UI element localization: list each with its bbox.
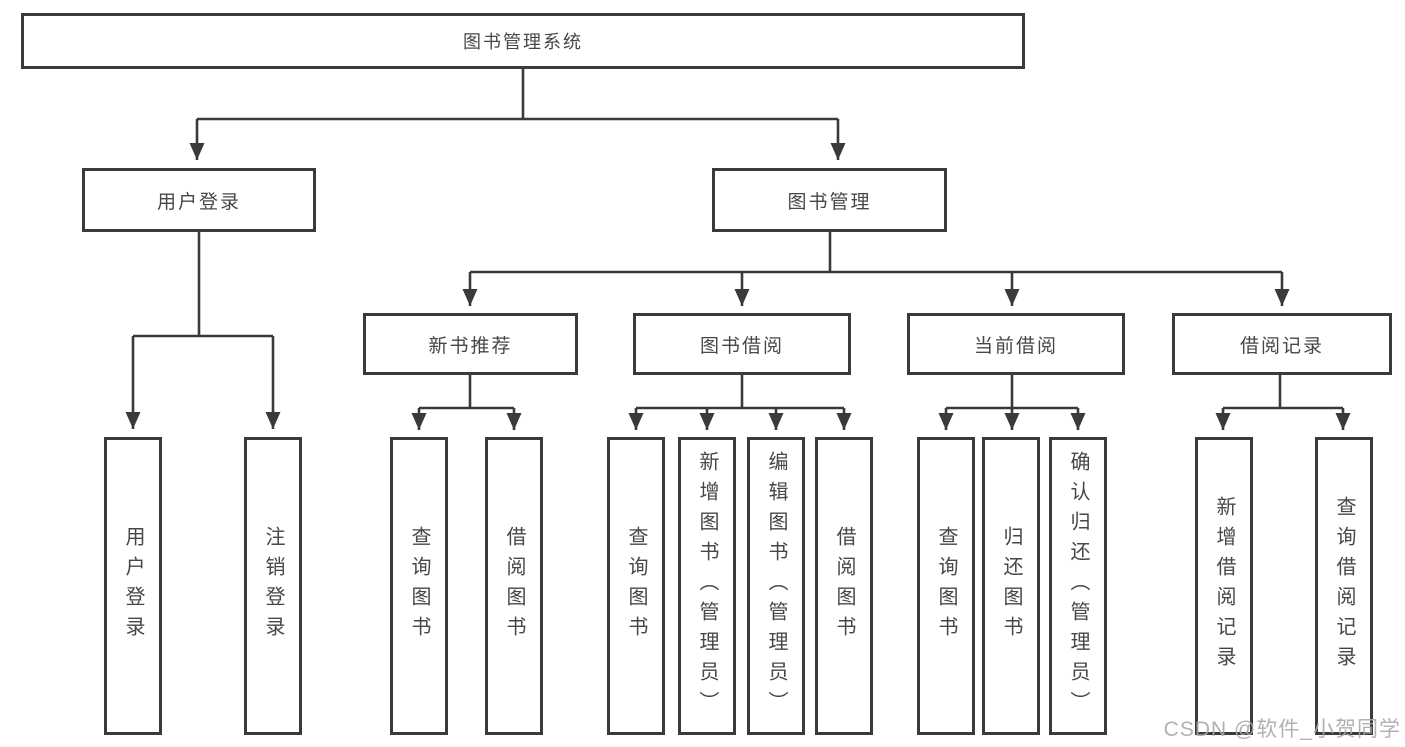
leaf-bb-edit-book-admin: 编辑图书（管理员） bbox=[747, 437, 805, 735]
node-current-borrow-label: 当前借阅 bbox=[973, 335, 1058, 357]
connector-borrow-record-children bbox=[1223, 375, 1343, 410]
node-user-login-label: 用户登录 bbox=[156, 191, 241, 213]
connector-book-management-children bbox=[470, 232, 1282, 274]
node-borrow-record: 借阅记录 bbox=[1172, 313, 1392, 375]
leaf-bb-borrow-book-label: 借阅图书 bbox=[833, 526, 855, 646]
leaf-logout-label: 注销登录 bbox=[262, 526, 284, 646]
leaf-cb-confirm-return-admin-label: 确认归还（管理员） bbox=[1067, 451, 1089, 721]
csdn-watermark: CSDN @软件_小贺同学 bbox=[1163, 718, 1401, 741]
connector-current-borrow-children bbox=[946, 375, 1078, 410]
leaf-bb-edit-book-admin-label: 编辑图书（管理员） bbox=[765, 451, 787, 721]
node-new-book-recommend-label: 新书推荐 bbox=[428, 335, 513, 357]
node-book-management: 图书管理 bbox=[712, 168, 947, 232]
leaf-br-query-record-label: 查询借阅记录 bbox=[1333, 496, 1355, 676]
leaf-br-query-record: 查询借阅记录 bbox=[1315, 437, 1373, 735]
node-root-system-label: 图书管理系统 bbox=[463, 32, 583, 52]
node-book-borrow-label: 图书借阅 bbox=[699, 335, 784, 357]
leaf-cb-return-book: 归还图书 bbox=[982, 437, 1040, 735]
leaf-user-login: 用户登录 bbox=[104, 437, 162, 735]
leaf-logout: 注销登录 bbox=[244, 437, 302, 735]
leaf-cb-return-book-label: 归还图书 bbox=[1000, 526, 1022, 646]
leaf-bb-add-book-admin: 新增图书（管理员） bbox=[678, 437, 736, 735]
leaf-user-login-label: 用户登录 bbox=[122, 526, 144, 646]
leaf-bb-query-book: 查询图书 bbox=[607, 437, 665, 735]
connector-book-borrow-children bbox=[636, 375, 844, 410]
leaf-cb-query-book-label: 查询图书 bbox=[935, 526, 957, 646]
node-borrow-record-label: 借阅记录 bbox=[1239, 335, 1324, 357]
leaf-nbr-query-book-label: 查询图书 bbox=[408, 526, 430, 646]
leaf-bb-borrow-book: 借阅图书 bbox=[815, 437, 873, 735]
leaf-br-add-record: 新增借阅记录 bbox=[1195, 437, 1253, 735]
node-book-management-label: 图书管理 bbox=[787, 191, 872, 213]
leaf-bb-query-book-label: 查询图书 bbox=[625, 526, 647, 646]
leaf-bb-add-book-admin-label: 新增图书（管理员） bbox=[696, 451, 718, 721]
connector-user-login-children bbox=[133, 232, 273, 338]
leaf-nbr-borrow-book-label: 借阅图书 bbox=[503, 526, 525, 646]
leaf-nbr-query-book: 查询图书 bbox=[390, 437, 448, 735]
node-current-borrow: 当前借阅 bbox=[907, 313, 1125, 375]
leaf-cb-query-book: 查询图书 bbox=[917, 437, 975, 735]
node-root-system: 图书管理系统 bbox=[21, 13, 1025, 69]
leaf-br-add-record-label: 新增借阅记录 bbox=[1213, 496, 1235, 676]
node-new-book-recommend: 新书推荐 bbox=[363, 313, 578, 375]
node-book-borrow: 图书借阅 bbox=[633, 313, 851, 375]
connector-root-to-level1 bbox=[197, 69, 838, 121]
connector-new-book-recommend-children bbox=[419, 375, 514, 410]
leaf-cb-confirm-return-admin: 确认归还（管理员） bbox=[1049, 437, 1107, 735]
node-user-login: 用户登录 bbox=[82, 168, 316, 232]
leaf-nbr-borrow-book: 借阅图书 bbox=[485, 437, 543, 735]
